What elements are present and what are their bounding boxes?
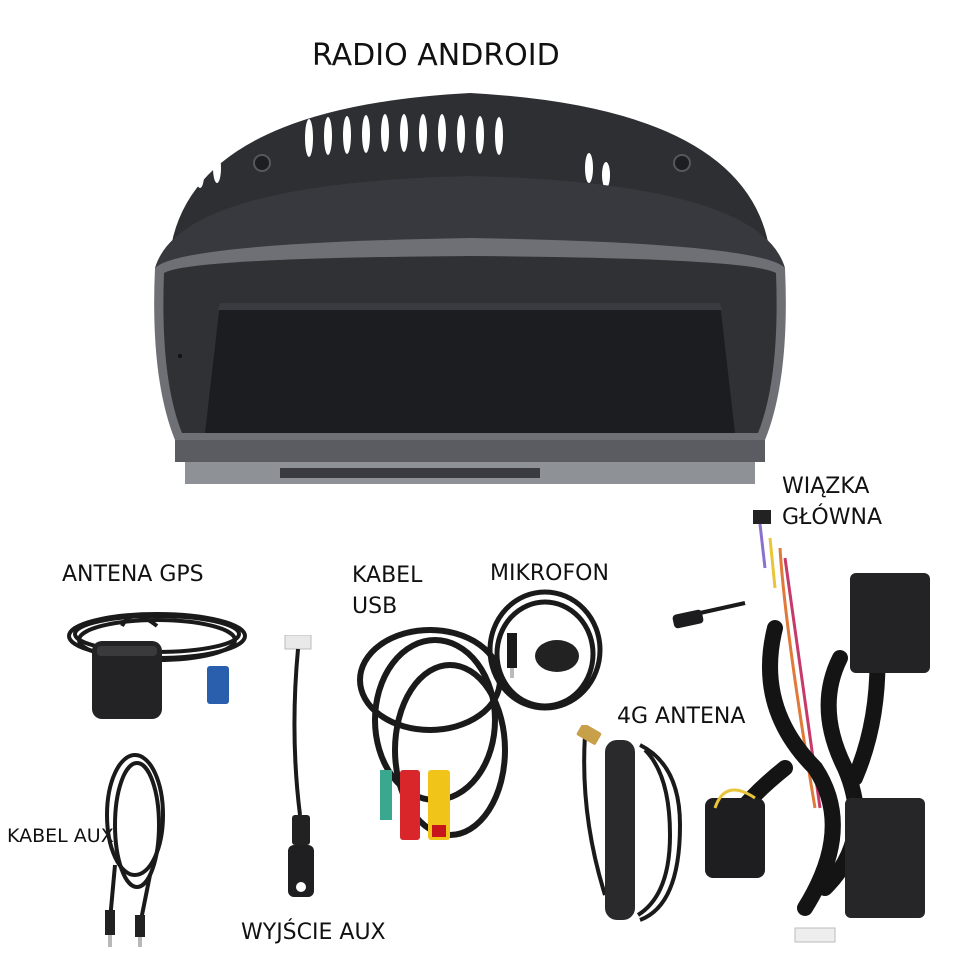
lte-antenna-image [570, 725, 690, 930]
main-harness-label-line2: GŁÓWNA [782, 505, 882, 530]
gps-antenna-image [62, 596, 252, 726]
aux-cable-label: KABEL AUX [7, 825, 114, 847]
microphone-image [485, 588, 605, 718]
aux-cable-image [95, 745, 175, 950]
aux-output-label: WYJŚCIE AUX [241, 920, 386, 945]
head-unit-image [150, 88, 790, 498]
main-harness-label-line1: WIĄZKA [782, 474, 870, 499]
usb-cable-label-line1: KABEL [352, 563, 423, 588]
page-title: RADIO ANDROID [312, 38, 560, 73]
aux-output-image [270, 635, 340, 905]
gps-antenna-label: ANTENA GPS [62, 562, 204, 587]
microphone-label: MIKROFON [490, 561, 609, 586]
usb-cable-image [350, 620, 515, 850]
main-harness-image [665, 508, 955, 948]
lte-antenna-label: 4G ANTENA [617, 704, 746, 729]
usb-cable-label-line2: USB [352, 594, 398, 619]
